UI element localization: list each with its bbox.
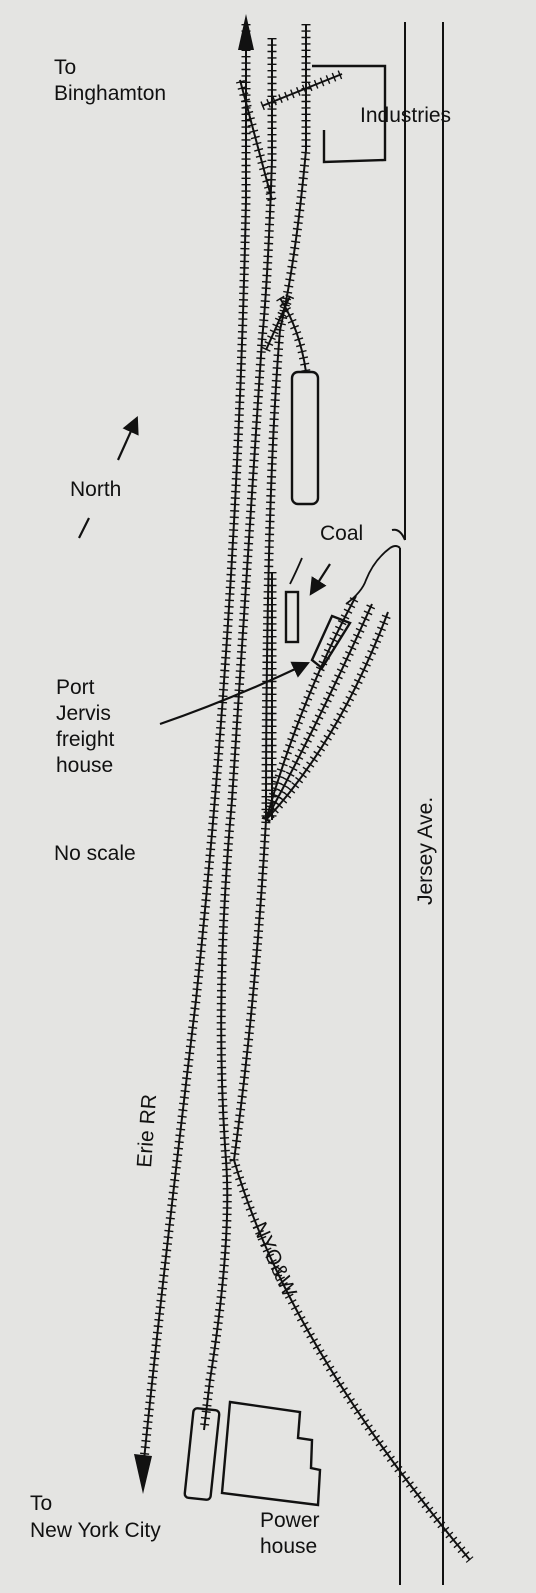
yard-ladder-left	[265, 295, 291, 351]
labels: To Binghamton Industries North Coal Port…	[30, 56, 451, 1558]
power-house-line2: house	[260, 1535, 317, 1558]
industries-label: Industries	[360, 104, 451, 127]
street-gap-curl	[391, 528, 406, 541]
freight-label-line3: freight	[56, 728, 115, 751]
freight-car-small	[284, 590, 300, 644]
to-nyc-line1: To	[30, 1492, 52, 1515]
coal-label: Coal	[320, 522, 363, 545]
north-label: North	[70, 478, 121, 501]
erie-rr-label: Erie RR	[133, 1093, 161, 1168]
freight-label-line4: house	[56, 754, 113, 777]
power-house-line1: Power	[260, 1509, 320, 1532]
coal-track-2	[265, 603, 373, 821]
to-nyc-line2: New York City	[30, 1519, 161, 1542]
upper-crossover-ties	[235, 78, 277, 202]
arrows	[78, 415, 331, 726]
freight-house-arrow	[159, 661, 310, 726]
jersey-ave-street	[389, 22, 444, 1585]
nyow-label: NYO&W	[247, 1219, 300, 1301]
power-house-building	[220, 1400, 322, 1507]
north-tail	[78, 517, 90, 539]
north-arrow	[116, 415, 139, 461]
erie-main-track	[142, 24, 247, 1471]
erie-upper-spur-ties	[199, 38, 277, 1431]
jersey-ave-label: Jersey Ave.	[414, 797, 437, 905]
freight-car-upper	[290, 370, 320, 506]
industries-building	[312, 64, 387, 164]
nyow-main-track-ties	[229, 24, 474, 1563]
coal-track-1-ties	[261, 593, 360, 822]
street-gap-curl-lower	[389, 545, 401, 549]
coal-track-3-ties	[262, 610, 393, 824]
coal-track-2-ties	[262, 602, 377, 823]
erie-main-track-ties	[138, 24, 251, 1471]
erie-south-arrowhead	[134, 1454, 152, 1494]
coal-track-3	[265, 611, 389, 821]
no-scale-label: No scale	[54, 842, 136, 865]
freight-label-line2: Jervis	[56, 702, 111, 725]
industry-spur	[261, 73, 343, 107]
to-binghamton-line1: To	[54, 56, 76, 79]
freight-car-lower	[183, 1407, 221, 1501]
coal-trestle	[310, 614, 352, 670]
to-binghamton-line2: Binghamton	[54, 82, 166, 105]
erie-north-arrowhead	[238, 14, 254, 50]
coal-arrow	[309, 563, 331, 596]
buildings	[183, 64, 387, 1507]
nyow-main-track	[232, 24, 471, 1561]
tracks-group	[134, 14, 474, 1563]
yard-ladder-north-ties	[276, 295, 311, 373]
freight-label-line1: Port	[56, 676, 95, 699]
shore-marks	[289, 547, 391, 605]
